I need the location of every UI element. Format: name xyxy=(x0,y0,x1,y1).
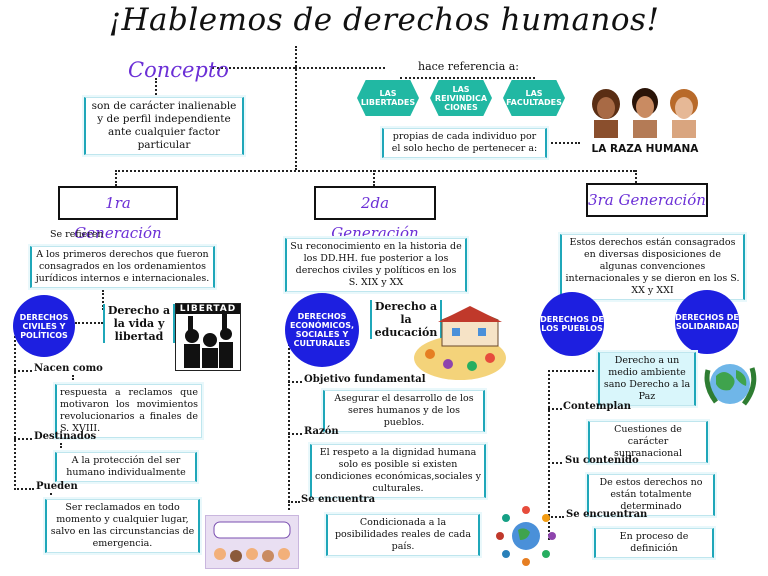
faces-illustration xyxy=(592,88,698,138)
school-illustration xyxy=(414,306,506,380)
connector-generations xyxy=(115,170,635,172)
hex-libertades: LAS LIBERTADES xyxy=(357,80,419,116)
gen2-title: 2da Generación xyxy=(314,186,436,242)
gen1-description: A los primeros derechos que fueron consa… xyxy=(30,246,215,288)
gen1-refer-label: Se refieren xyxy=(50,229,104,240)
connector-contemplate xyxy=(548,408,562,410)
gen3-circle-left: DERECHOS DE LOS PUEBLOS xyxy=(540,292,604,356)
connector-race xyxy=(540,142,580,144)
hex-reivindicaciones: LAS REIVINDICA CIONES xyxy=(430,80,492,116)
gen3-found-text: En proceso de definición xyxy=(594,528,714,558)
gen3-circle-right: DERECHOS DE SOLIDARIDAD xyxy=(675,290,739,354)
connector-gen2-list xyxy=(288,340,290,510)
gen3-found-label: Se encuentran xyxy=(566,509,648,520)
connector-content xyxy=(548,462,562,464)
gen2-objective-text: Asegurar el desarrollo de los seres huma… xyxy=(323,390,485,432)
connector-gen1 xyxy=(115,170,117,186)
connector-found xyxy=(288,501,300,503)
world-people-image xyxy=(494,504,558,568)
connector-gen3-right xyxy=(548,370,598,372)
gen2-reason-text: El respeto a la dignidad humana solo es … xyxy=(310,444,486,498)
gen2-found-label: Se encuentra xyxy=(301,494,376,505)
gen1-can-text: Ser reclamados en todo momento y cualqui… xyxy=(45,499,200,553)
gen2-description: Su reconocimiento en la historia de los … xyxy=(285,238,467,292)
gen2-found-text: Condicionada a la posibilidades reales d… xyxy=(326,514,480,556)
connector-hex-bar xyxy=(400,77,535,79)
world-people-illustration xyxy=(496,506,556,566)
gen2-objective-label: Objetivo fundamental xyxy=(304,374,426,385)
gen2-circle: DERECHOS ECONÓMICOS, SOCIALES Y CULTURAL… xyxy=(285,293,359,367)
gen3-contemplate-text: Cuestiones de carácter supranacional xyxy=(588,421,708,463)
protest-illustration xyxy=(184,314,233,368)
gen1-born-label: Nacen como xyxy=(34,363,103,374)
poster-illustration xyxy=(213,521,291,562)
connector-concept-down xyxy=(155,78,157,98)
connector-reason xyxy=(288,433,302,435)
connector-concept xyxy=(212,67,295,69)
connector-born xyxy=(14,370,32,372)
connector-gen2 xyxy=(373,170,375,186)
gen3-content-text: De estos derechos no están totalmente de… xyxy=(587,474,715,516)
gen2-reason-label: Razón xyxy=(304,426,339,437)
hex-facultades: LAS FACULTADES xyxy=(503,80,565,116)
earth-illustration xyxy=(704,364,757,406)
connector-born-text xyxy=(72,375,74,384)
gen3-contemplate-label: Contemplan xyxy=(563,401,632,412)
connector-destined-text xyxy=(60,443,62,452)
connector-gen1-list xyxy=(14,320,16,490)
gen1-title: 1ra Generación xyxy=(58,186,178,242)
gen1-can-label: Pueden xyxy=(36,481,78,492)
connector-refers xyxy=(295,67,385,69)
connector-gen3-list xyxy=(548,370,550,540)
liberty-image-text: LIBERTAD xyxy=(176,304,240,314)
connector-gen1-circle xyxy=(75,322,103,324)
gen1-right-example: Derecho a la vida y libertad xyxy=(103,304,175,343)
protest-poster-image xyxy=(205,515,299,569)
human-race-image: LA RAZA HUMANA xyxy=(586,86,704,155)
gen1-destined-label: Destinados xyxy=(34,431,97,442)
gen2-right-example: Derecho a la educación xyxy=(370,300,442,339)
connector-destined xyxy=(14,438,32,440)
connector-found3 xyxy=(548,516,564,518)
connector-objective xyxy=(288,381,302,383)
connector-gen1-desc xyxy=(102,290,104,310)
gen1-destined-text: A la protección del ser humano individua… xyxy=(55,452,197,482)
race-caption: LA RAZA HUMANA xyxy=(591,143,699,155)
gen3-title: 3ra Generación xyxy=(586,183,708,217)
connector-can-text xyxy=(50,493,52,499)
connector-can xyxy=(14,488,34,490)
gen3-description: Estos derechos están consagrados en dive… xyxy=(560,234,745,300)
connector-trunk xyxy=(295,46,297,170)
concept-definition: son de carácter inalienable y de perfil … xyxy=(84,97,244,155)
gen3-right-example: Derecho a un medio ambiente sano Derecho… xyxy=(598,352,696,406)
gen3-content-label: Su contenido xyxy=(565,455,639,466)
liberty-image: LIBERTAD xyxy=(175,303,241,371)
refers-label: hace referencia a: xyxy=(418,60,520,73)
gen1-born-text: respuesta a reclamos que motivaron los m… xyxy=(55,384,202,438)
concept-label: Concepto xyxy=(128,58,229,82)
gen1-circle: DERECHOS CIVILES Y POLÍTICOS xyxy=(13,295,75,357)
page-title: ¡Hablemos de derechos humanos! xyxy=(108,2,660,38)
connector-gen3 xyxy=(635,170,637,186)
inherent-text: propias de cada individuo por el solo he… xyxy=(382,128,547,158)
earth-image xyxy=(702,356,758,410)
education-image xyxy=(412,306,508,382)
